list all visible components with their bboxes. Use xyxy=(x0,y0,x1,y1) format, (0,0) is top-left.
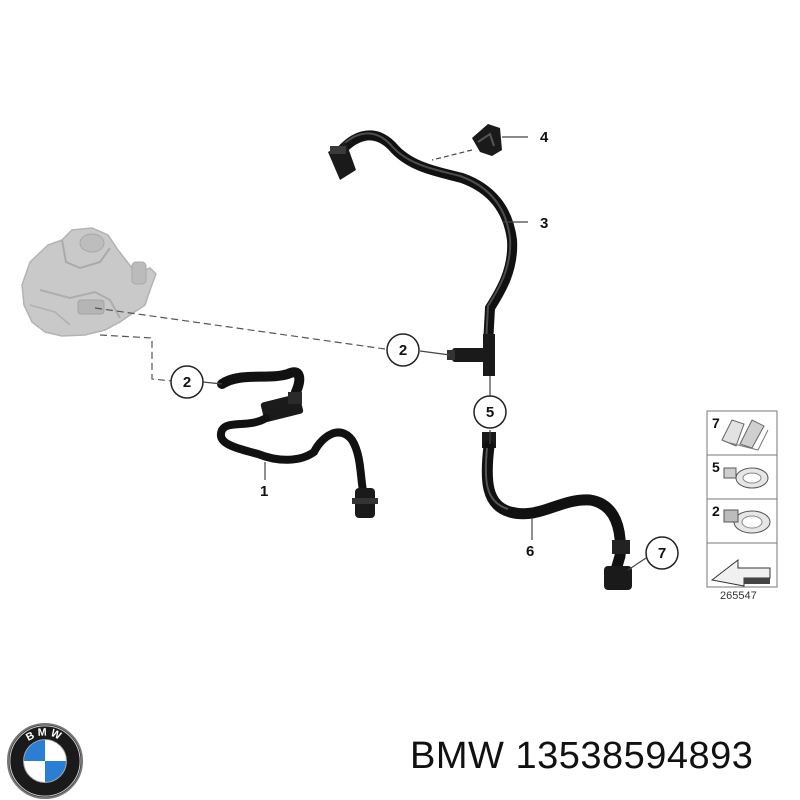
callout-leaders xyxy=(202,136,647,571)
high-pressure-pump xyxy=(21,227,157,337)
callout-7: 7 xyxy=(658,545,666,562)
hose-clamp-icon xyxy=(723,509,771,534)
hose-clamp-icon xyxy=(723,467,769,489)
hose-3 xyxy=(328,130,518,376)
callout-circle-2-upper: 2 xyxy=(386,333,420,367)
hose-clip-icon xyxy=(721,419,769,451)
legend-number-7: 7 xyxy=(712,415,720,431)
callout-2-upper: 2 xyxy=(399,342,407,359)
bmw-roundel-icon: BMW xyxy=(6,722,84,800)
callout-1: 1 xyxy=(260,483,268,500)
callout-2-lower: 2 xyxy=(183,374,191,391)
callout-circle-2-lower: 2 xyxy=(170,365,204,399)
clip-4 xyxy=(472,124,502,156)
callout-4: 4 xyxy=(540,129,549,146)
callout-5: 5 xyxy=(486,404,494,421)
callout-6: 6 xyxy=(526,543,534,560)
caption-part-number: 13538594893 xyxy=(515,735,754,777)
reference-number: 265547 xyxy=(720,590,757,602)
callout-3: 3 xyxy=(540,215,548,232)
legend-panel: 7 5 2 265547 xyxy=(706,410,778,602)
logo-lettering: BMW xyxy=(24,726,66,743)
legend-number-2: 2 xyxy=(712,503,720,519)
arrow-direction-icon xyxy=(710,558,771,587)
callout-circle-7: 7 xyxy=(645,536,679,570)
leader-lines xyxy=(94,307,386,382)
caption-brand: BMW xyxy=(410,735,505,777)
hose-1 xyxy=(217,367,378,518)
hose-6 xyxy=(481,432,632,590)
part-caption: BMW 13538594893 xyxy=(410,735,790,785)
legend-number-5: 5 xyxy=(712,459,720,475)
callout-circle-5: 5 xyxy=(473,395,507,429)
